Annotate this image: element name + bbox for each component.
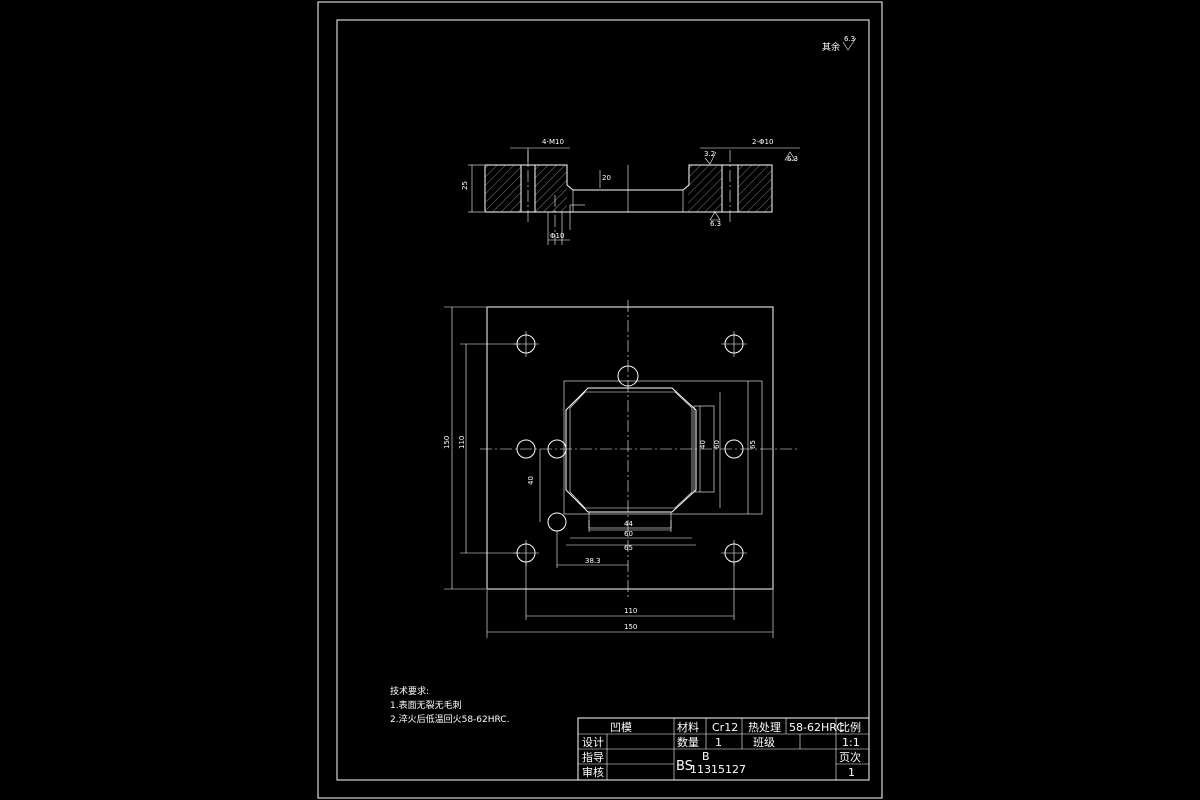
hole-inner-left [547, 439, 567, 459]
svg-text:150: 150 [443, 436, 451, 449]
inner-frame [336, 19, 870, 781]
svg-text:1:1: 1:1 [842, 736, 860, 749]
svg-text:凹模: 凹模 [610, 721, 632, 734]
svg-text:1: 1 [848, 766, 855, 779]
svg-text:Φ10: Φ10 [550, 232, 564, 240]
svg-text:Cr12: Cr12 [712, 721, 738, 734]
svg-text:2.淬火后低温回火58-62HRC.: 2.淬火后低温回火58-62HRC. [390, 713, 509, 725]
section-view: 25 20 4-M10 2-Φ10 3.2 6.3 6.3 Φ10 [461, 138, 800, 245]
svg-text:B: B [702, 750, 710, 763]
svg-text:6.3: 6.3 [710, 220, 721, 228]
svg-text:40: 40 [699, 440, 707, 449]
svg-text:25: 25 [461, 181, 469, 190]
svg-text:审核: 审核 [582, 765, 604, 779]
svg-text:110: 110 [458, 436, 466, 449]
svg-text:65: 65 [749, 440, 757, 449]
svg-text:1.表面无裂无毛刺: 1.表面无裂无毛刺 [390, 699, 462, 711]
outer-border [317, 1, 883, 799]
technical-requirements: 技术要求: 1.表面无裂无毛刺 2.淬火后低温回火58-62HRC. [390, 685, 509, 725]
svg-text:40: 40 [527, 476, 535, 485]
svg-text:44: 44 [624, 520, 633, 528]
svg-text:页次: 页次 [839, 750, 861, 764]
svg-text:60: 60 [713, 440, 721, 449]
svg-text:65: 65 [624, 544, 633, 552]
svg-text:6.3: 6.3 [787, 155, 798, 163]
svg-text:比例: 比例 [839, 720, 861, 734]
svg-text:60: 60 [624, 530, 633, 538]
hole-left [516, 439, 536, 459]
svg-text:材料: 材料 [677, 720, 699, 734]
plan-view: 150 110 40 44 60 65 38.3 110 150 40 60 6… [443, 300, 800, 638]
svg-text:11315127: 11315127 [690, 763, 746, 776]
svg-text:1: 1 [715, 736, 722, 749]
svg-text:3.2: 3.2 [704, 150, 715, 158]
svg-text:110: 110 [624, 607, 637, 615]
svg-text:6.3: 6.3 [844, 35, 855, 43]
svg-text:BS: BS [676, 759, 693, 774]
title-block: 凹模 材料 Cr12 热处理 58-62HRC 比例 设计 数量 1 班级 1:… [577, 717, 870, 781]
svg-text:150: 150 [624, 623, 637, 631]
svg-text:技术要求:: 技术要求: [390, 685, 429, 697]
svg-text:20: 20 [602, 174, 611, 182]
corner-hole-top-right [721, 331, 747, 357]
svg-text:数量: 数量 [677, 736, 699, 749]
svg-text:热处理: 热处理 [748, 721, 781, 734]
roughness-note: 其余 6.3 [822, 35, 857, 53]
svg-text:38.3: 38.3 [585, 557, 601, 565]
hole-right [724, 439, 744, 459]
svg-text:班级: 班级 [753, 736, 775, 749]
svg-text:58-62HRC: 58-62HRC [789, 721, 844, 734]
svg-text:指导: 指导 [582, 750, 604, 764]
hole-inner-bottom-left [547, 512, 567, 532]
svg-text:设计: 设计 [582, 736, 604, 749]
svg-text:4-M10: 4-M10 [542, 138, 564, 146]
svg-text:2-Φ10: 2-Φ10 [752, 138, 773, 146]
svg-text:其余: 其余 [822, 41, 840, 53]
hole-top-center [617, 365, 639, 387]
